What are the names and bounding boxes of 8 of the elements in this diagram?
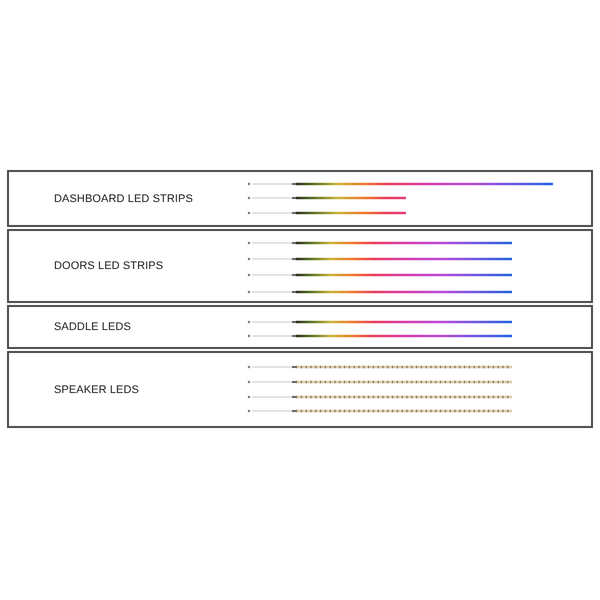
- section-label: SADDLE LEDS: [54, 321, 131, 333]
- section-panel: [7, 170, 593, 227]
- section-label: DOORS LED STRIPS: [54, 260, 164, 272]
- section-panel: [7, 351, 593, 428]
- section-panel: [7, 305, 593, 349]
- section-label: SPEAKER LEDS: [54, 384, 139, 396]
- section-label: DASHBOARD LED STRIPS: [54, 192, 193, 204]
- section-panel: [7, 229, 593, 303]
